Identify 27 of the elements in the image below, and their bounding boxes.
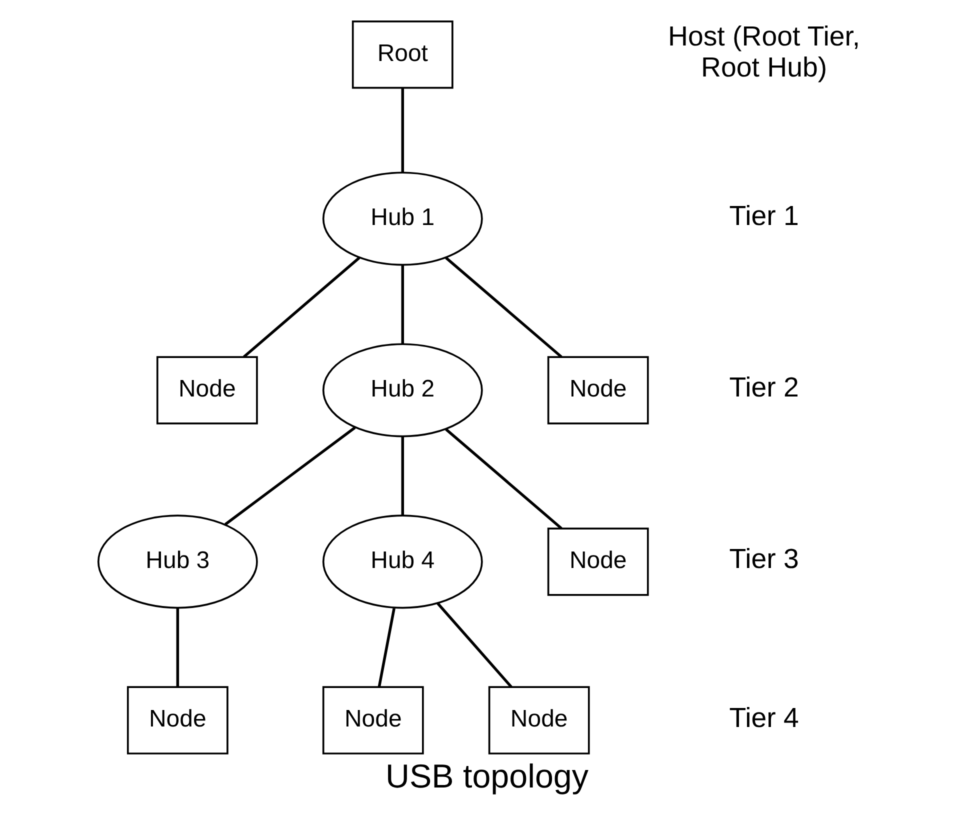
connector: [401, 437, 404, 516]
node-box: Node: [488, 686, 590, 754]
node-ellipse: Hub 4: [322, 514, 483, 609]
connector: [445, 256, 562, 358]
node-ellipse: Hub 3: [97, 514, 258, 609]
node-ellipse: Hub 1: [322, 172, 483, 266]
node-box: Node: [547, 356, 649, 424]
connector: [176, 608, 180, 687]
label: Host (Root Tier, Root Hub): [668, 20, 860, 83]
label: Tier 2: [729, 372, 799, 403]
node-box: Root: [352, 20, 454, 89]
node-box: Node: [126, 686, 228, 754]
connector: [401, 88, 404, 172]
connector: [445, 428, 562, 530]
connector: [224, 426, 356, 526]
node-box: Node: [322, 686, 424, 754]
connector: [378, 608, 396, 688]
connector: [242, 256, 360, 358]
node-box: Node: [547, 528, 649, 596]
label: Tier 1: [729, 200, 799, 232]
node-ellipse: Hub 2: [322, 343, 483, 438]
caption: USB topology: [386, 758, 588, 796]
connector: [401, 266, 404, 344]
label: Tier 4: [729, 702, 799, 733]
node-box: Node: [156, 356, 258, 424]
label: Tier 3: [729, 543, 799, 574]
connector: [436, 602, 512, 688]
